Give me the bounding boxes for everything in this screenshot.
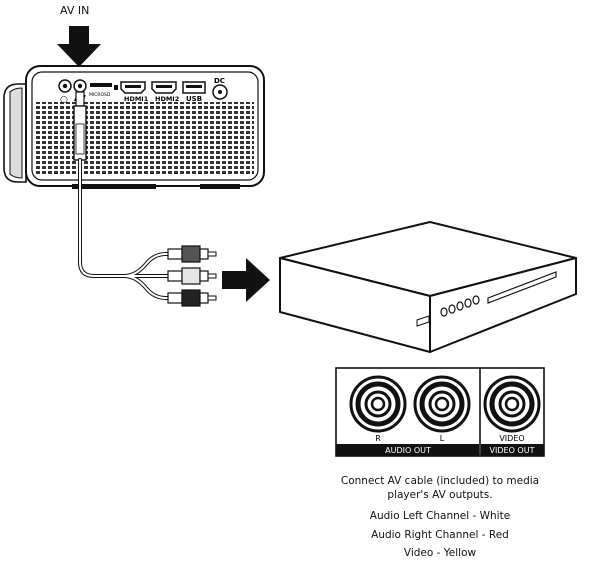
av-in-arrow [57, 26, 101, 67]
av-in-label: AV IN [60, 4, 90, 17]
rca-plug-red [167, 245, 217, 263]
rca-plug-yellow [167, 289, 217, 307]
jack-video [483, 375, 541, 433]
vent-grille [36, 102, 254, 174]
rca-plug-white [167, 267, 217, 285]
media-player [279, 221, 577, 353]
hdmi1-label: HDMI1 [124, 95, 149, 103]
hdmi2-label: HDMI2 [155, 95, 179, 103]
jack-r [349, 375, 407, 433]
microsd-slot [90, 83, 112, 87]
jack-r-label: R [375, 434, 381, 443]
connect-arrow [222, 258, 270, 302]
jack-l-label: L [440, 434, 445, 443]
disc-tray [487, 271, 557, 304]
instruction-red: Audio Right Channel - Red [371, 529, 509, 541]
audio-out-label: AUDIO OUT [385, 446, 431, 455]
projector [3, 65, 265, 189]
instruction-main: Connect AV cable (included) to media pla… [340, 475, 540, 501]
video-out-label: VIDEO OUT [490, 446, 535, 455]
av-cable [78, 158, 178, 300]
instruction-yellow: Video - Yellow [403, 547, 477, 559]
usb-label: USB [186, 95, 202, 103]
audio-out-bar [336, 444, 479, 456]
power-button [416, 315, 430, 327]
video-out-bar [481, 444, 544, 456]
jack-l [413, 375, 471, 433]
av-plug [73, 91, 87, 161]
dc-label: DC [214, 77, 225, 85]
audio-jack-glyph: ○ [60, 95, 68, 105]
jack-video-label: VIDEO [499, 434, 524, 443]
microsd-label: MICROSD [89, 92, 111, 98]
instruction-white: Audio Left Channel - White [369, 510, 511, 522]
